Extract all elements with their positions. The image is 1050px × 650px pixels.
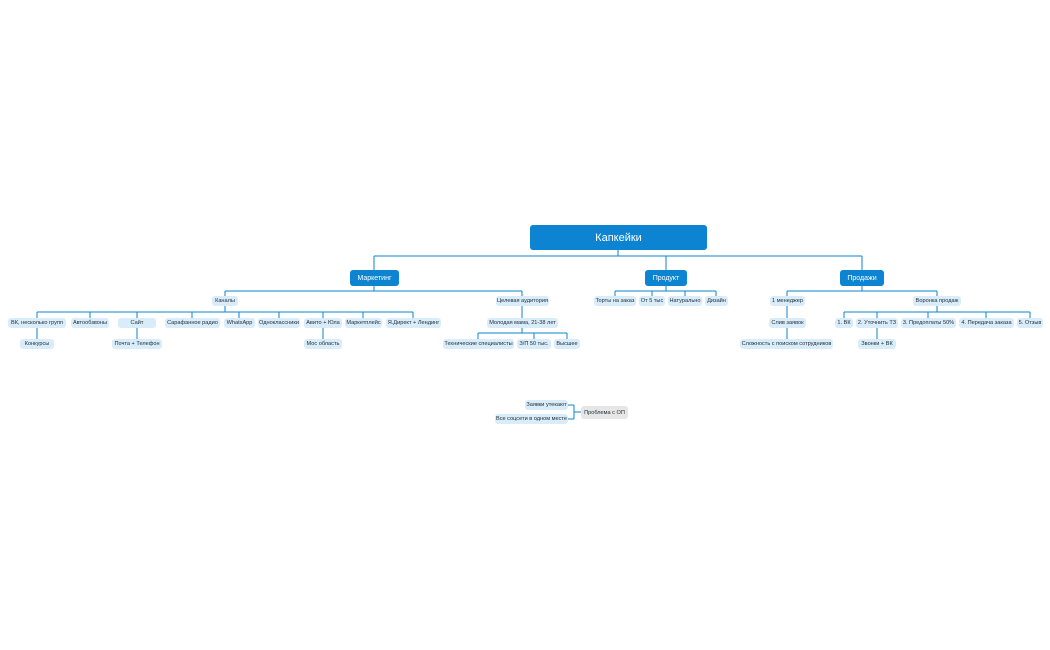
topic-custom-cakes[interactable]: Торты на заказ: [594, 296, 636, 306]
topic-sales[interactable]: Продажи: [840, 270, 884, 286]
topic-target-audience[interactable]: Целевая аудитория: [496, 296, 549, 306]
topic-avito-region[interactable]: Мос область: [304, 339, 342, 349]
topic-leads-leaking[interactable]: Заявки утекают: [525, 400, 568, 410]
root-topic[interactable]: Капкейки: [530, 225, 707, 250]
topic-funnel-step-3[interactable]: 3. Предоплаты 50%: [901, 318, 956, 328]
topic-site-contacts[interactable]: Почта + Телефон: [112, 339, 162, 349]
topic-yandex-direct[interactable]: Я.Директ + Лендинг: [386, 318, 441, 328]
topic-funnel-step-5[interactable]: 5. Отзыв: [1017, 318, 1043, 328]
topic-whatsapp[interactable]: WhatsApp: [224, 318, 255, 328]
topic-audience-salary[interactable]: З/П 50 тыс.: [517, 339, 551, 349]
topic-design[interactable]: Дизайн: [705, 296, 728, 306]
topic-hiring-difficulty[interactable]: Сложность с поиском сотрудников: [740, 339, 833, 349]
topic-vk-groups[interactable]: ВК, несколько групп: [8, 318, 66, 328]
topic-audience-profile[interactable]: Молодая мама, 21-38 лет: [487, 318, 558, 328]
topic-marketplace[interactable]: Маркетплейс: [345, 318, 382, 328]
topic-autoreviews[interactable]: Автообзвоны: [71, 318, 109, 328]
topic-product[interactable]: Продукт: [645, 270, 687, 286]
topic-one-manager[interactable]: 1 менеджер: [770, 296, 805, 306]
topic-all-socials-one-place[interactable]: Все соцсети в одном месте: [495, 414, 568, 424]
topic-price[interactable]: От 5 тыс: [639, 296, 665, 306]
topic-funnel-step-2[interactable]: 2. Уточнить ТЗ: [856, 318, 898, 328]
topic-natural[interactable]: Натурально: [668, 296, 702, 306]
topic-audience-education[interactable]: Высшее: [554, 339, 580, 349]
topic-vk-contests[interactable]: Конкурсы: [20, 339, 54, 349]
topic-audience-tech[interactable]: Технические специалисты: [443, 339, 514, 349]
topic-leads-leak[interactable]: Слив заявок: [769, 318, 806, 328]
topic-site[interactable]: Сайт: [118, 318, 156, 328]
topic-funnel-step-2-channels[interactable]: Звонки + ВК: [858, 339, 896, 349]
topic-avito[interactable]: Авито + Юла: [304, 318, 342, 328]
topic-channels[interactable]: Каналы: [212, 296, 238, 306]
topic-word-of-mouth[interactable]: Сарафанное радио: [165, 318, 220, 328]
topic-odnoklassniki[interactable]: Одноклассники: [258, 318, 300, 328]
topic-funnel-step-1[interactable]: 1. ВК: [835, 318, 853, 328]
topic-marketing[interactable]: Маркетинг: [350, 270, 399, 286]
topic-sales-funnel[interactable]: Воронка продаж: [913, 296, 961, 306]
floating-topic-sales-problem[interactable]: Проблема с ОП: [581, 406, 628, 419]
topic-funnel-step-4[interactable]: 4. Передача заказа: [959, 318, 1014, 328]
